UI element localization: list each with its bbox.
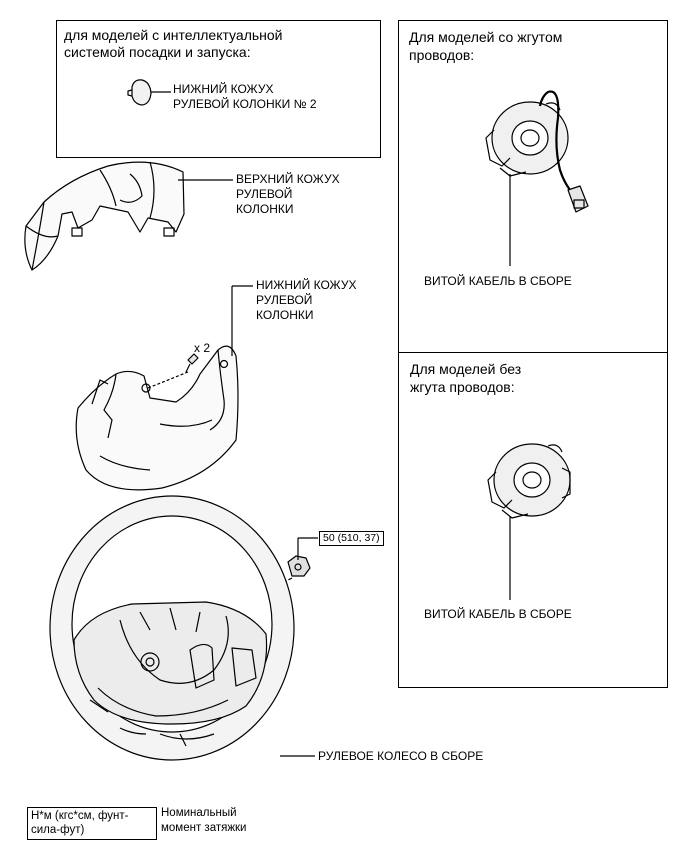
legend-unit-meaning: Номинальный момент затяжки: [161, 807, 247, 834]
spiral-cable-label-1: ВИТОЙ КАБЕЛЬ В СБОРЕ: [424, 274, 572, 288]
without-harness-note: Для моделей без жгута проводов:: [410, 361, 522, 395]
steering-wheel-label: РУЛЕВОЕ КОЛЕСО В СБОРЕ: [318, 749, 484, 763]
with-harness-note: Для моделей со жгутом проводов:: [409, 29, 563, 63]
steering-wheel-part: [49, 495, 295, 761]
smart-entry-box: [56, 20, 381, 158]
spiral-cable-box: [398, 20, 668, 688]
smart-entry-note: для моделей с интеллектуальной системой …: [64, 27, 283, 60]
lower-cover-part: [75, 345, 239, 491]
upper-cover-part: [24, 161, 185, 271]
spiral-cable-with-harness-part: [485, 90, 589, 213]
nut-part: [287, 555, 311, 577]
screw-quantity: x 2: [194, 341, 211, 355]
upper-cover-label: ВЕРХНИЙ КОЖУХ РУЛЕВОЙ КОЛОНКИ: [236, 172, 340, 216]
screw-part: [185, 353, 199, 373]
lower-cover-no2-label: НИЖНИЙ КОЖУХ РУЛЕВОЙ КОЛОНКИ № 2: [173, 82, 317, 111]
legend-unit-box: Н*м (кгс*см, фунт- сила-фут): [27, 807, 157, 840]
spiral-cable-divider: [398, 352, 668, 353]
spiral-cable-label-2: ВИТОЙ КАБЕЛЬ В СБОРЕ: [424, 607, 572, 621]
lower-cover-label: НИЖНИЙ КОЖУХ РУЛЕВОЙ КОЛОНКИ: [256, 278, 357, 322]
torque-value-box: 50 (510, 37): [319, 531, 384, 546]
lower-cover-no2-part: [127, 79, 152, 106]
spiral-cable-without-harness-part: [487, 443, 571, 519]
